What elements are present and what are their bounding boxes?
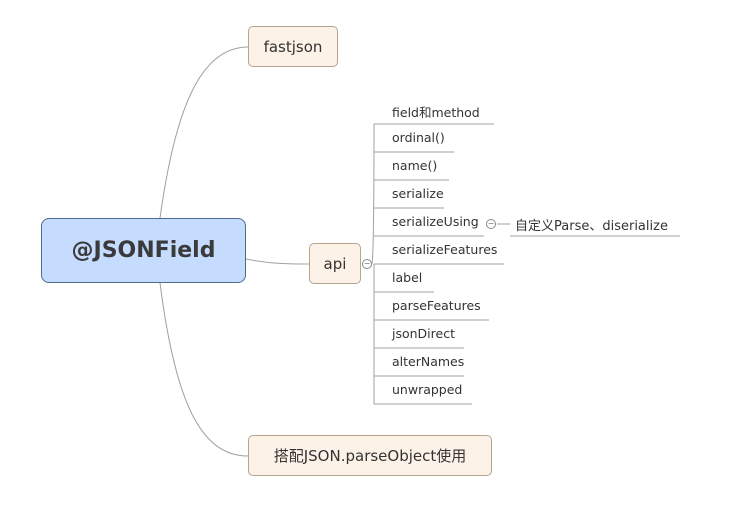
api-child-item[interactable]: name() xyxy=(392,158,438,173)
api-child-item[interactable]: jsonDirect xyxy=(392,326,455,341)
api-child-item[interactable]: parseFeatures xyxy=(392,298,481,313)
connector-root-api xyxy=(245,258,311,265)
topic-fastjson[interactable]: fastjson xyxy=(248,26,338,67)
api-trunk-line xyxy=(371,123,375,404)
api-child-item[interactable]: ordinal() xyxy=(392,130,445,145)
connector-root-usage xyxy=(159,282,249,457)
api-child-item[interactable]: serialize xyxy=(392,186,444,201)
api-child-item[interactable]: label xyxy=(392,270,423,285)
collapse-minus-icon[interactable]: − xyxy=(486,219,496,229)
api-child-item[interactable]: unwrapped xyxy=(392,382,463,397)
root-node[interactable]: @JSONField xyxy=(41,218,246,283)
api-child-item[interactable]: serializeFeatures xyxy=(392,242,498,257)
api-branch-lines xyxy=(371,123,504,405)
api-child-item[interactable]: serializeUsing xyxy=(392,214,479,229)
connector-root-fastjson xyxy=(159,46,249,219)
api-child-item[interactable]: field和method xyxy=(392,105,480,120)
api-child-item[interactable]: alterNames xyxy=(392,354,465,369)
collapse-minus-icon[interactable]: − xyxy=(362,259,372,269)
serializeUsing-child[interactable]: 自定义Parse、diserialize xyxy=(515,219,668,234)
topic-usage[interactable]: 搭配JSON.parseObject使用 xyxy=(248,435,492,476)
topic-api[interactable]: api xyxy=(309,243,361,284)
